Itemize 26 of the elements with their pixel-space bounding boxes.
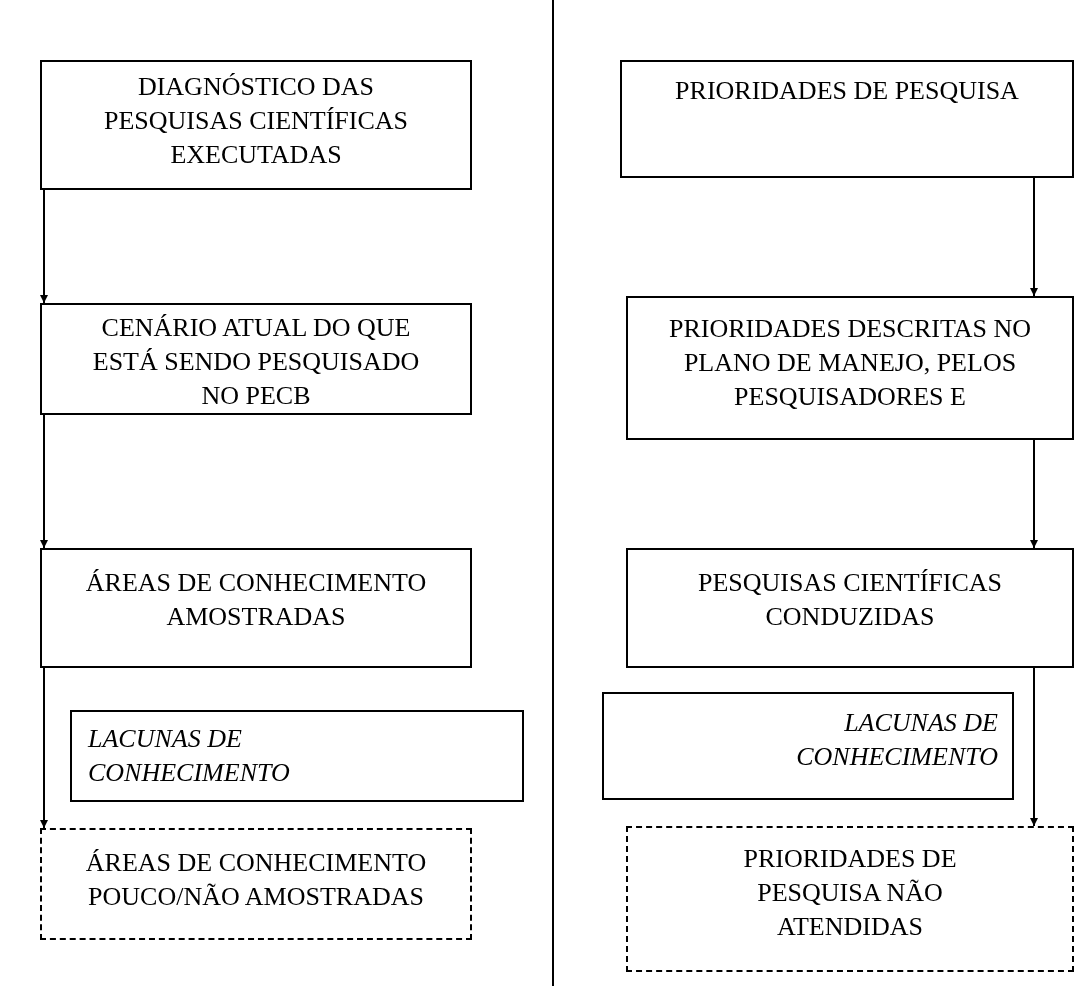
box-text: CENÁRIO ATUAL DO QUE ESTÁ SENDO PESQUISADO NO PECB <box>91 312 421 412</box>
process-box <box>626 296 1074 440</box>
process-box <box>40 60 472 190</box>
box-text: PRIORIDADES DESCRITAS NO PLANO DE MANEJO, PELOS PESQUISADORES E <box>668 313 1032 413</box>
process-box <box>40 548 472 668</box>
box-text: ÁREAS DE CONHECIMENTO POUCO/NÃO AMOSTRADAS <box>84 847 428 913</box>
arrow <box>1030 439 1038 549</box>
box-text: PRIORIDADES DE PESQUISA <box>674 75 1020 107</box>
box-text: DIAGNÓSTICO DAS PESQUISAS CIENTÍFICAS EXECUTADAS <box>102 71 410 171</box>
arrow <box>40 414 48 549</box>
process-box <box>70 710 524 802</box>
dashed-box <box>40 828 472 940</box>
arrow <box>1030 667 1038 827</box>
arrow <box>1030 177 1038 297</box>
dashed-box <box>626 826 1074 972</box>
process-box <box>40 303 472 415</box>
process-box <box>602 692 1014 800</box>
arrow <box>40 189 48 304</box>
box-text: ÁREAS DE CONHECIMENTO AMOSTRADAS <box>84 567 428 633</box>
process-box <box>626 548 1074 668</box>
process-box <box>620 60 1074 178</box>
box-text: PESQUISAS CIENTÍFICAS CONDUZIDAS <box>696 567 1004 633</box>
arrow <box>40 667 48 829</box>
box-text: PRIORIDADES DE PESQUISA NÃO ATENDIDAS <box>742 843 958 943</box>
box-text: LACUNAS DE CONHECIMENTO <box>88 723 291 789</box>
box-text: LACUNAS DE CONHECIMENTO <box>795 707 998 773</box>
